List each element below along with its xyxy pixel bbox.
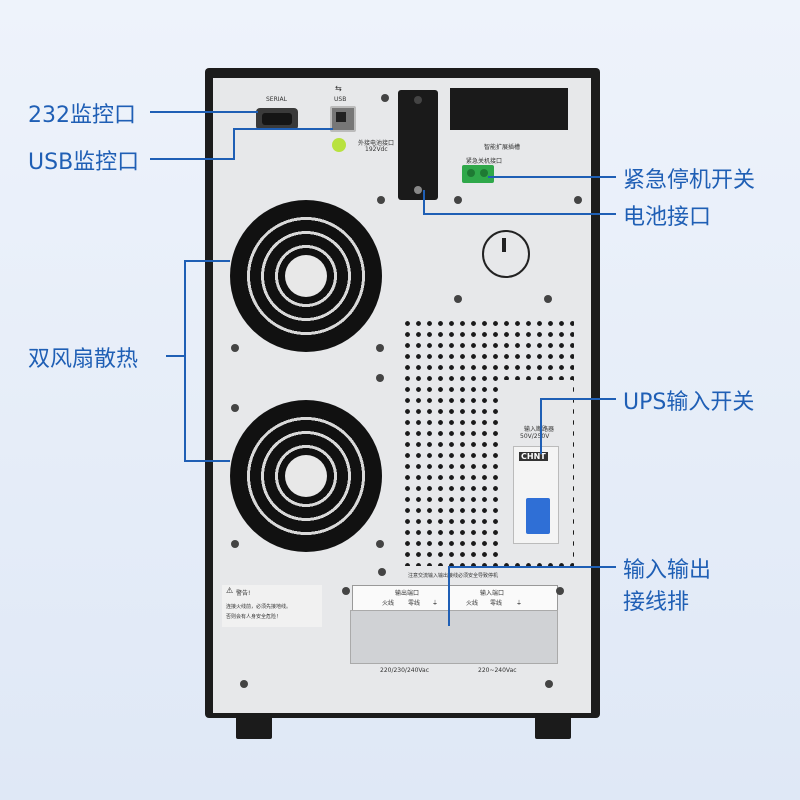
battery-connector	[398, 90, 438, 200]
epo-screw-1	[467, 169, 475, 177]
fan-hub-bottom	[285, 455, 327, 497]
callout-line-terminal	[448, 566, 616, 568]
screw	[342, 587, 350, 595]
callout-line-terminal-v	[448, 566, 450, 626]
ext-battery-label: 外接电池接口	[358, 140, 395, 147]
callout-line-battery-v	[423, 190, 425, 215]
battery-screw-bottom	[414, 186, 422, 194]
breaker-rating: 50V/250V	[520, 433, 550, 440]
warning-label	[222, 585, 322, 627]
screw	[378, 568, 386, 576]
screw	[377, 196, 385, 204]
screw	[556, 587, 564, 595]
power-switch-icon	[482, 230, 530, 278]
epo-label: 紧急关机接口	[466, 158, 503, 165]
callout-ups-input-switch: UPS输入开关	[623, 390, 755, 415]
callout-battery: 电池接口	[623, 205, 712, 230]
screw	[231, 540, 239, 548]
callout-emergency-stop: 紧急停机开关	[623, 168, 756, 193]
callout-line-rs232	[150, 111, 258, 113]
callout-line-usb-h2	[233, 128, 333, 130]
callout-io-terminal-1: 输入输出	[623, 558, 712, 583]
ext-battery-voltage: 192Vdc	[365, 146, 388, 153]
output-live: 火线	[382, 600, 395, 607]
input-ground: ⏚	[516, 600, 523, 607]
callout-io-terminal-2: 接线排	[623, 590, 690, 615]
input-neutral: 零线	[490, 600, 503, 607]
screw	[376, 344, 384, 352]
screw	[454, 295, 462, 303]
output-ground: ⏚	[432, 600, 439, 607]
callout-usb: USB监控口	[28, 150, 140, 175]
warning-line2: 否则会有人身安全危险！	[226, 614, 282, 620]
callout-line-fans	[166, 355, 186, 357]
serial-port-socket	[262, 113, 292, 125]
input-port-label: 输入端口	[480, 590, 505, 597]
callout-rs232: 232监控口	[28, 103, 136, 128]
fan-bracket-bottom	[184, 460, 230, 462]
screw	[574, 196, 582, 204]
breaker-lever[interactable]	[526, 498, 550, 534]
callout-line-usb	[150, 158, 235, 160]
screw	[376, 540, 384, 548]
screw	[454, 196, 462, 204]
battery-screw-top	[414, 96, 422, 104]
callout-dual-fans: 双风扇散热	[28, 347, 139, 372]
breaker-brand: CHNT	[519, 452, 548, 461]
callout-line-input-switch	[540, 398, 616, 400]
epo-screw-2	[480, 169, 488, 177]
input-voltage: 220~240Vac	[478, 667, 517, 674]
usb-icon: ⇆	[335, 84, 342, 93]
fan-hub-top	[285, 255, 327, 297]
serial-label: SERIAL	[266, 96, 287, 103]
output-neutral: 零线	[408, 600, 421, 607]
screw	[544, 295, 552, 303]
output-voltage: 220/230/240Vac	[380, 667, 430, 674]
fan-bracket-vertical	[184, 260, 186, 462]
callout-line-battery	[423, 213, 616, 215]
smart-slot-label: 智能扩展插槽	[484, 144, 521, 151]
output-port-label: 输出端口	[395, 590, 420, 597]
foot-right	[535, 713, 571, 739]
usb-label: USB	[334, 96, 347, 103]
callout-line-input-switch-v	[540, 398, 542, 454]
smart-slot	[450, 88, 568, 130]
callout-line-usb-v	[233, 128, 235, 160]
screw	[381, 94, 389, 102]
callout-line-epo	[488, 176, 616, 178]
screw	[545, 680, 553, 688]
green-sticker	[332, 138, 346, 152]
terminal-cover	[350, 610, 558, 664]
screw	[240, 680, 248, 688]
input-live: 火线	[466, 600, 479, 607]
screw	[231, 344, 239, 352]
fan-bracket-top	[184, 260, 230, 262]
screw	[231, 404, 239, 412]
usb-port-socket	[336, 112, 346, 122]
terminal-note: 注意交流输入输出接线必须安全导致停机	[408, 573, 499, 579]
breaker-label: 输入断路器	[524, 426, 555, 433]
warning-title: 警告!	[236, 590, 251, 597]
power-switch-mark	[502, 238, 506, 252]
foot-left	[236, 713, 272, 739]
warning-line1: 连接火线前，必须先接地线。	[226, 604, 292, 610]
warning-icon: ⚠	[226, 586, 234, 595]
screw	[376, 374, 384, 382]
